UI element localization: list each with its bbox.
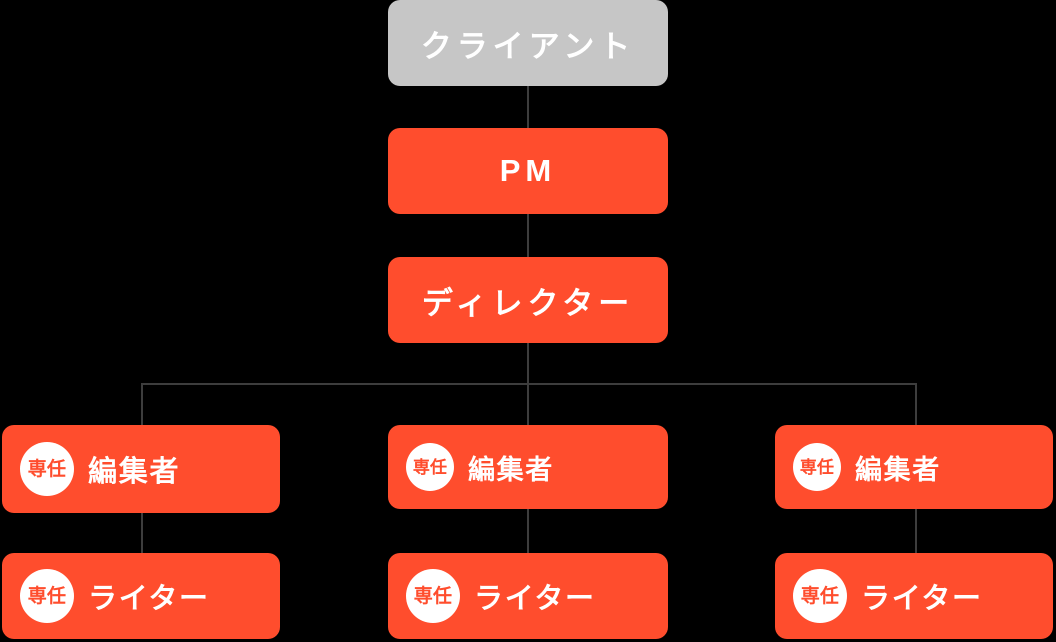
dedicated-badge-icon: 専任 xyxy=(406,569,460,623)
connector-director-stem xyxy=(527,342,529,385)
node-editor-1[interactable]: 専任 編集者 xyxy=(2,425,280,513)
node-writer-3[interactable]: 専任 ライター xyxy=(775,553,1053,639)
dedicated-badge-icon: 専任 xyxy=(793,443,841,491)
dedicated-badge-icon: 専任 xyxy=(793,569,847,623)
node-editor-1-label: 編集者 xyxy=(88,456,181,488)
dedicated-badge-label: 専任 xyxy=(413,585,453,607)
dedicated-badge-icon: 専任 xyxy=(20,442,74,496)
dedicated-badge-label: 専任 xyxy=(800,585,840,607)
node-pm[interactable]: PM xyxy=(388,128,668,214)
node-editor-2-label: 編集者 xyxy=(468,454,554,485)
node-writer-1[interactable]: 専任 ライター xyxy=(2,553,280,639)
connector-editor1-to-writer1 xyxy=(141,512,143,554)
dedicated-badge-label: 専任 xyxy=(412,457,448,477)
node-director[interactable]: ディレクター xyxy=(388,257,668,343)
node-pm-label: PM xyxy=(499,153,557,188)
node-editor-3[interactable]: 専任 編集者 xyxy=(775,425,1053,509)
dedicated-badge-label: 専任 xyxy=(27,585,67,607)
node-writer-3-label: ライター xyxy=(861,583,983,615)
connector-branch-right xyxy=(915,383,917,425)
dedicated-badge-icon: 専任 xyxy=(20,569,74,623)
node-writer-2[interactable]: 専任 ライター xyxy=(388,553,668,639)
dedicated-badge-icon: 専任 xyxy=(406,443,454,491)
node-writer-1-label: ライター xyxy=(88,583,210,615)
node-editor-2[interactable]: 専任 編集者 xyxy=(388,425,668,509)
connector-editor3-to-writer3 xyxy=(915,508,917,554)
connector-client-to-pm xyxy=(527,85,529,129)
node-editor-3-label: 編集者 xyxy=(855,454,941,485)
connector-branch-left xyxy=(141,383,143,427)
node-director-label: ディレクター xyxy=(421,285,635,321)
node-client[interactable]: クライアント xyxy=(388,0,668,86)
connector-editor2-to-writer2 xyxy=(527,508,529,554)
connector-branch-middle xyxy=(527,383,529,425)
dedicated-badge-label: 専任 xyxy=(799,457,835,477)
node-client-label: クライアント xyxy=(420,28,636,64)
node-writer-2-label: ライター xyxy=(474,583,596,615)
connector-distribution-bar xyxy=(141,383,917,385)
connector-pm-to-director xyxy=(527,214,529,259)
dedicated-badge-label: 専任 xyxy=(27,458,67,480)
